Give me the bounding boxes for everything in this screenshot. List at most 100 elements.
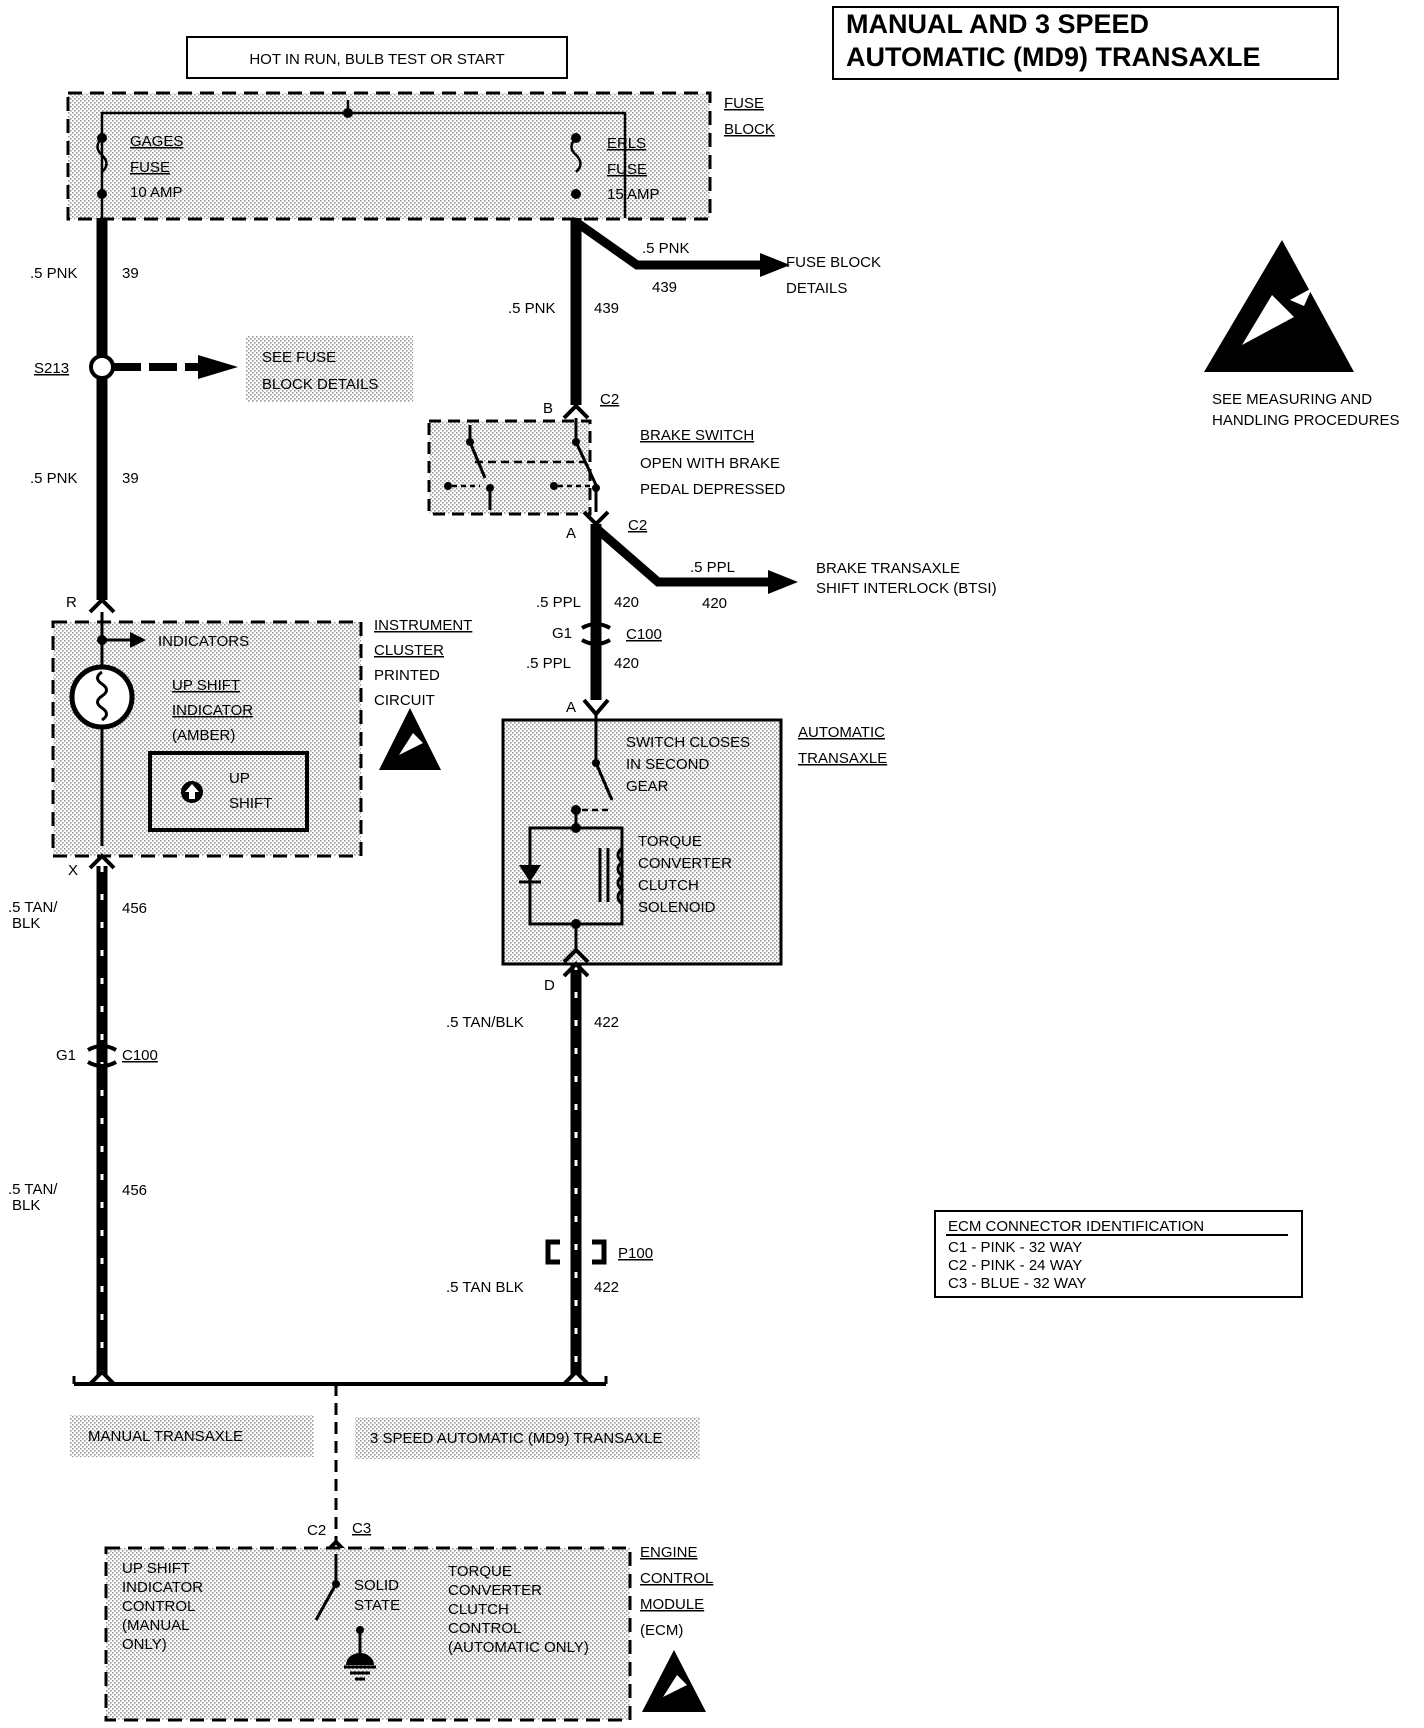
erls-fuse-icon (570, 133, 582, 199)
left-circuit: .5 PNK 39 S213 SEE FUSE BLOCK DETAILS .5… (8, 218, 472, 1375)
solenoid-label-4: SOLENOID (638, 899, 716, 916)
ecm-id-row-3: C3 - BLUE - 32 WAY (948, 1275, 1086, 1292)
cluster-label-3: PRINTED (374, 667, 440, 684)
solenoid-label-3: CLUTCH (638, 877, 699, 894)
right-w1-num: 439 (594, 300, 619, 317)
esd-icon-cluster (379, 708, 441, 770)
upshift-arrow-icon (181, 781, 203, 803)
ecm-label-1: ENGINE (640, 1544, 698, 1561)
branch2-dest-1: BRAKE TRANSAXLE (816, 560, 960, 577)
bottom-bus: MANUAL TRANSAXLE 3 SPEED AUTOMATIC (MD9)… (70, 1369, 700, 1545)
transaxle-label-2: TRANSAXLE (798, 750, 887, 767)
indicators-label: INDICATORS (158, 633, 249, 650)
left-w1-color: .5 PNK (30, 265, 78, 282)
ecm-solid-2: STATE (354, 1597, 400, 1614)
upshift-label-3: (AMBER) (172, 727, 235, 744)
left-w3-num: 456 (122, 900, 147, 917)
switch-label-1: SWITCH CLOSES (626, 734, 750, 751)
left-w3-color-2: BLK (12, 915, 40, 932)
ecm-label-4: (ECM) (640, 1622, 683, 1639)
option-auto: 3 SPEED AUTOMATIC (MD9) TRANSAXLE (370, 1430, 663, 1447)
ecm-connector-id-box: ECM CONNECTOR IDENTIFICATION C1 - PINK -… (934, 1210, 1303, 1298)
esd-icon-ecm (642, 1650, 706, 1712)
ecm-label-3: MODULE (640, 1596, 704, 1613)
pin-d: D (544, 977, 555, 994)
branch1-color: .5 PNK (642, 240, 690, 257)
right-w5-color: .5 TAN BLK (446, 1279, 524, 1296)
branch1-num: 439 (652, 279, 677, 296)
pin-b: B (543, 400, 553, 417)
gages-fuse-l3: 10 AMP (130, 184, 183, 201)
hot-label: HOT IN RUN, BULB TEST OR START (249, 51, 504, 68)
fuse-block-label-2: BLOCK (724, 121, 775, 138)
brake-switch-label-2: OPEN WITH BRAKE (640, 455, 780, 472)
hot-label-box: HOT IN RUN, BULB TEST OR START (186, 36, 568, 79)
right-circuit: .5 PNK 439 FUSE BLOCK DETAILS .5 PNK 439… (427, 218, 997, 1375)
right-w4-color: .5 TAN/BLK (446, 1014, 524, 1031)
ecm-upshift-2: INDICATOR (122, 1579, 203, 1596)
left-w4-color-2: BLK (12, 1197, 40, 1214)
right-w2-num: 420 (614, 594, 639, 611)
ecm-solid-1: SOLID (354, 1577, 399, 1594)
ecm: C2 C3 UP SHIFT INDICATOR CONTROL (MANUAL… (104, 1520, 713, 1722)
right-w1-color: .5 PNK (508, 300, 556, 317)
title-box: MANUAL AND 3 SPEED AUTOMATIC (MD9) TRANS… (832, 6, 1339, 80)
switch-label-3: GEAR (626, 778, 669, 795)
ecm-id-row-1: C1 - PINK - 32 WAY (948, 1239, 1082, 1256)
lamp-label-2: SHIFT (229, 795, 272, 812)
ecm-c3: C3 (352, 1520, 371, 1537)
solenoid-label-1: TORQUE (638, 833, 702, 850)
right-w2-color: .5 PPL (536, 594, 581, 611)
cluster-label-4: CIRCUIT (374, 692, 435, 709)
title-line-2: AUTOMATIC (MD9) TRANSAXLE (846, 42, 1260, 72)
ecm-tcc-3: CLUTCH (448, 1601, 509, 1618)
cluster-label-1: INSTRUMENT (374, 617, 472, 634)
ecm-label-2: CONTROL (640, 1570, 713, 1587)
ecm-tcc-2: CONVERTER (448, 1582, 542, 1599)
brake-c2-bottom: C2 (628, 517, 647, 534)
brake-switch-label-3: PEDAL DEPRESSED (640, 481, 785, 498)
cluster-label-2: CLUSTER (374, 642, 444, 659)
ecm-upshift-1: UP SHIFT (122, 1560, 190, 1577)
fuse-block: GAGES FUSE 10 AMP ERLS FUSE 15 AMP (66, 91, 712, 221)
branch1-dest-2: DETAILS (786, 280, 847, 297)
p100-label: P100 (618, 1245, 653, 1262)
esd-icon-large (1204, 240, 1354, 372)
pin-a: A (566, 525, 576, 542)
left-w4-color-1: .5 TAN/ (8, 1181, 58, 1198)
left-w1-num: 39 (122, 265, 139, 282)
solenoid-label-2: CONVERTER (638, 855, 732, 872)
esd-note-2: HANDLING PROCEDURES (1212, 412, 1400, 429)
fuse-block-label-1: FUSE (724, 95, 764, 112)
ecm-id-row-2: C2 - PINK - 24 WAY (948, 1257, 1082, 1274)
ecm-c2: C2 (307, 1522, 326, 1539)
right-w5-num: 422 (594, 1279, 619, 1296)
left-w3-color-1: .5 TAN/ (8, 899, 58, 916)
transaxle-label-1: AUTOMATIC (798, 724, 885, 741)
splice-ref-2: BLOCK DETAILS (262, 376, 378, 393)
ecm-tcc-4: CONTROL (448, 1620, 521, 1637)
left-g1: G1 (56, 1047, 76, 1064)
erls-fuse-l2: FUSE (607, 161, 647, 178)
brake-c2-top: C2 (600, 391, 619, 408)
ecm-tcc-1: TORQUE (448, 1563, 512, 1580)
lamp-label-1: UP (229, 770, 250, 787)
gages-fuse-icon (96, 133, 108, 199)
ecm-tcc-5: (AUTOMATIC ONLY) (448, 1639, 589, 1656)
right-c100: C100 (626, 626, 662, 643)
pin-x: X (68, 862, 78, 879)
upshift-label-1: UP SHIFT (172, 677, 240, 694)
branch2-dest-2: SHIFT INTERLOCK (BTSI) (816, 580, 997, 597)
right-w4-num: 422 (594, 1014, 619, 1031)
ecm-id-title: ECM CONNECTOR IDENTIFICATION (948, 1218, 1204, 1235)
erls-fuse-l3: 15 AMP (607, 186, 660, 203)
branch1-dest-1: FUSE BLOCK (786, 254, 881, 271)
gages-fuse-l1: GAGES (130, 133, 183, 150)
branch2-color: .5 PPL (690, 559, 735, 576)
left-w2-color: .5 PNK (30, 470, 78, 487)
ecm-upshift-4: (MANUAL (122, 1617, 190, 1634)
option-manual: MANUAL TRANSAXLE (88, 1428, 243, 1445)
left-w4-num: 456 (122, 1182, 147, 1199)
upshift-label-2: INDICATOR (172, 702, 253, 719)
ground-icon (344, 1653, 376, 1681)
